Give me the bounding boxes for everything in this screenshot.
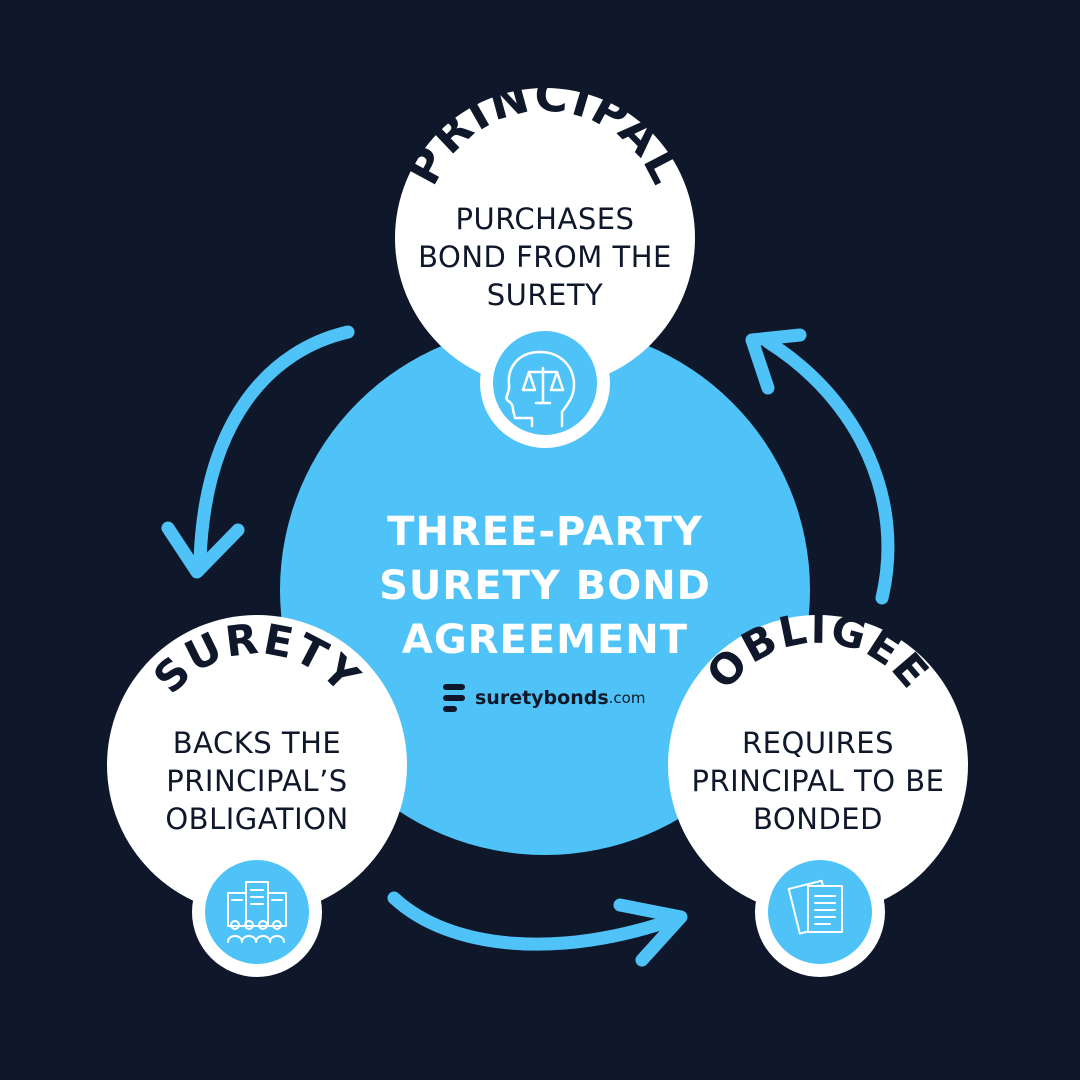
center-title: THREE-PARTY SURETY BOND AGREEMENT (340, 505, 750, 667)
principal-line-3: SURETY (486, 278, 604, 312)
surety-line-3: OBLIGATION (165, 802, 349, 836)
arrow-principal-to-surety (161, 325, 355, 579)
center-title-line-1: THREE-PARTY (387, 509, 703, 555)
surety-line-2: PRINCIPAL’S (166, 764, 348, 798)
principal-line-1: PURCHASES (455, 202, 635, 236)
center-title-line-2: SURETY BOND (379, 563, 711, 609)
brand-logo: suretybonds .com (441, 680, 645, 716)
documents-icon (787, 879, 843, 935)
obligee-line-3: BONDED (753, 802, 883, 836)
surety-line-1: BACKS THE (172, 726, 342, 760)
head-with-scales-icon (505, 350, 576, 428)
surety-description: BACKS THE PRINCIPAL’S OBLIGATION (107, 724, 407, 838)
principal-icon-badge (493, 331, 597, 435)
center-title-line-3: AGREEMENT (401, 617, 689, 663)
principal-line-2: BOND FROM THE (418, 240, 672, 274)
arrow-obligee-to-principal (745, 328, 895, 605)
logo-mark-icon (443, 684, 465, 712)
building-with-people-icon (227, 881, 287, 943)
obligee-description: REQUIRES PRINCIPAL TO BE BONDED (668, 724, 968, 838)
obligee-line-1: REQUIRES (742, 726, 894, 760)
logo-suffix: .com (608, 689, 646, 707)
arrow-surety-to-obligee (387, 891, 688, 967)
principal-description: PURCHASES BOND FROM THE SURETY (395, 200, 695, 314)
obligee-line-2: PRINCIPAL TO BE (691, 764, 945, 798)
logo-word: suretybonds (475, 687, 609, 709)
